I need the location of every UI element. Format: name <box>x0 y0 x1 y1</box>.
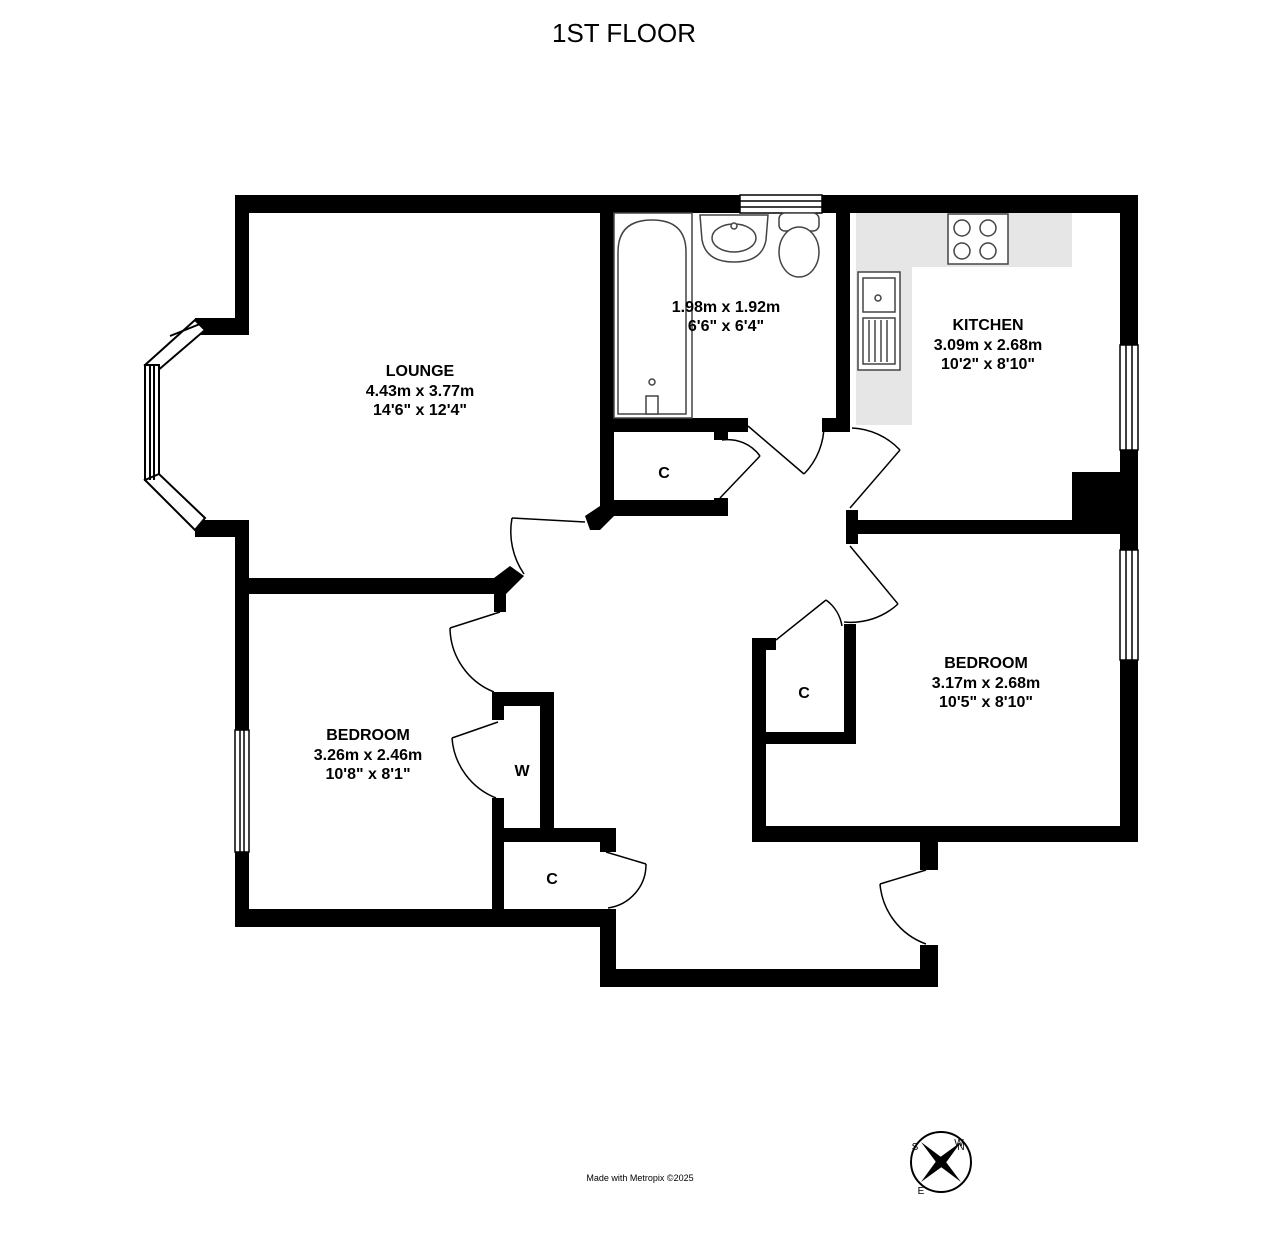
credit-text: Made with Metropix ©2025 <box>586 1173 693 1183</box>
walls <box>195 195 1138 987</box>
cupboard-label-bedroom-2: C <box>798 685 810 702</box>
room-label-kitchen: KITCHEN 3.09m x 2.68m 10'2" x 8'10" <box>934 317 1043 373</box>
svg-text:4.43m x 3.77m: 4.43m x 3.77m <box>366 383 475 400</box>
wardrobe-label: W <box>514 763 530 780</box>
svg-text:10'8" x 8'1": 10'8" x 8'1" <box>325 766 410 783</box>
cupboard-label-hall-bottom: C <box>546 871 558 888</box>
kitchen-sink <box>857 271 901 371</box>
bay-window <box>143 318 207 532</box>
compass-n: N <box>957 1142 964 1153</box>
room-label-bathroom: 1.98m x 1.92m 6'6" x 6'4" <box>672 299 781 335</box>
floor-title: 1ST FLOOR <box>552 18 696 48</box>
svg-text:14'6" x 12'4": 14'6" x 12'4" <box>373 402 467 419</box>
toilet <box>778 212 820 278</box>
hob <box>947 213 1009 265</box>
svg-text:10'5" x 8'10": 10'5" x 8'10" <box>939 694 1033 711</box>
svg-text:10'2" x 8'10": 10'2" x 8'10" <box>941 356 1035 373</box>
doors <box>449 423 927 945</box>
room-label-bedroom-2: BEDROOM 3.17m x 2.68m 10'5" x 8'10" <box>932 655 1041 711</box>
cupboard-label-hall-top: C <box>658 465 670 482</box>
compass-icon: N E S W <box>910 1131 972 1197</box>
svg-text:3.17m x 2.68m: 3.17m x 2.68m <box>932 675 1041 692</box>
svg-text:3.26m x 2.46m: 3.26m x 2.46m <box>314 747 423 764</box>
compass-w: W <box>954 1138 964 1149</box>
windows <box>234 194 1139 853</box>
room-label-lounge: LOUNGE 4.43m x 3.77m 14'6" x 12'4" <box>366 363 475 419</box>
svg-text:BEDROOM: BEDROOM <box>326 727 410 744</box>
sink <box>699 214 769 263</box>
svg-text:3.09m x 2.68m: 3.09m x 2.68m <box>934 337 1043 354</box>
svg-text:BEDROOM: BEDROOM <box>944 655 1028 672</box>
svg-text:6'6" x 6'4": 6'6" x 6'4" <box>688 318 764 335</box>
bath-tub <box>613 212 693 419</box>
compass-s: S <box>912 1142 919 1153</box>
room-label-bedroom-1: BEDROOM 3.26m x 2.46m 10'8" x 8'1" <box>314 727 423 783</box>
svg-text:1.98m x 1.92m: 1.98m x 1.92m <box>672 299 781 316</box>
svg-text:LOUNGE: LOUNGE <box>386 363 455 380</box>
svg-text:KITCHEN: KITCHEN <box>952 317 1023 334</box>
compass-e: E <box>918 1186 925 1197</box>
